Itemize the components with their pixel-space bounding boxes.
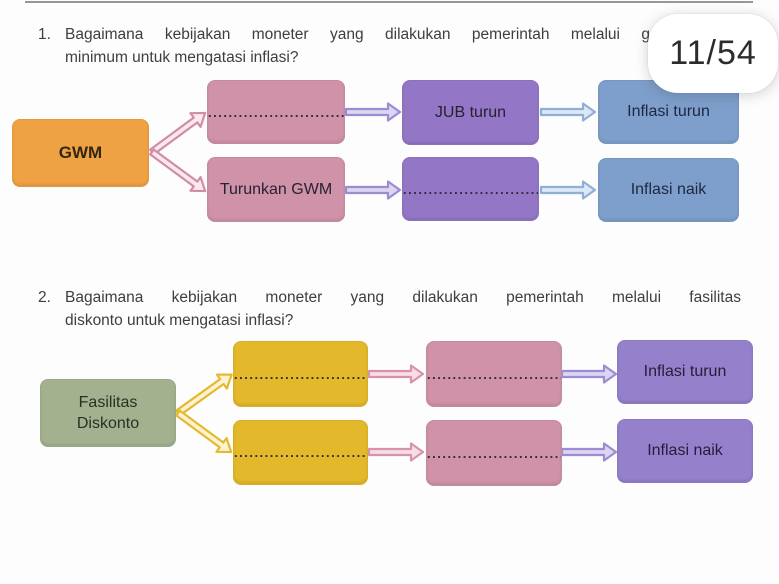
top-divider — [25, 1, 753, 3]
node-blank-jub: .............................. — [402, 157, 539, 221]
node-inflasi-naik: Inflasi naik — [598, 158, 739, 222]
arrow-gwm-to-bottom — [149, 148, 207, 193]
node-blank-naikkan-gwm: .............................. — [207, 80, 345, 144]
blank-line: .............................. — [208, 104, 344, 120]
node-turunkan-gwm-label: Turunkan GWM — [219, 180, 333, 198]
blank-line: .............................. — [234, 366, 367, 382]
node-d2-inflasi-turun-label: Inflasi turun — [643, 363, 727, 380]
arrow-step1-step2-top — [344, 102, 402, 122]
page-indicator-badge: 11/54 — [648, 14, 778, 93]
arrow-step2-step3-bottom — [539, 180, 597, 200]
node-turunkan-gwm: Turunkan GWM — [207, 157, 345, 222]
question-2-number: 2. — [38, 289, 51, 306]
node-jub-turun-label: JUB turun — [434, 103, 507, 121]
blank-line: .............................. — [403, 181, 538, 197]
node-gwm: GWM — [12, 119, 149, 187]
node-d2-inflasi-naik-label: Inflasi naik — [647, 442, 723, 459]
node-inflasi-turun-label: Inflasi turun — [627, 103, 710, 120]
node-gwm-label: GWM — [58, 143, 103, 162]
node-blank-d2-step2-bottom: .............................. — [426, 420, 562, 486]
node-d2-inflasi-turun: Inflasi turun — [617, 340, 753, 404]
blank-line: .............................. — [427, 366, 561, 382]
node-blank-d2-step2-top: .............................. — [426, 341, 562, 407]
node-jub-turun: JUB turun — [402, 80, 539, 145]
question-2-line1: Bagaimana kebijakan moneter yang dilakuk… — [65, 289, 741, 306]
arrow-d2-step1-step2-top — [367, 364, 425, 384]
node-fasilitas-diskonto: Fasilitas Diskonto — [40, 379, 176, 447]
arrow-step1-step2-bottom — [344, 180, 402, 200]
question-1-number: 1. — [38, 26, 51, 43]
question-2-line2: diskonto untuk mengatasi inflasi? — [65, 312, 294, 329]
arrow-d2-step2-step3-bottom — [560, 442, 618, 462]
node-fasilitas-diskonto-label: Fasilitas Diskonto — [76, 394, 140, 432]
question-1-line2: minimum untuk mengatasi inflasi? — [65, 49, 299, 66]
page-indicator-text: 11/54 — [669, 34, 757, 72]
blank-line: .............................. — [234, 445, 367, 460]
blank-line: .............................. — [427, 445, 561, 461]
arrow-gwm-to-top — [149, 111, 207, 156]
arrow-diskonto-to-top — [175, 373, 233, 417]
node-blank-d2-step1-top: .............................. — [233, 341, 368, 407]
arrow-d2-step2-step3-top — [560, 364, 618, 384]
question-1-line1: Bagaimana kebijakan moneter yang dilakuk… — [65, 26, 650, 43]
arrow-step2-step3-top — [539, 102, 597, 122]
node-inflasi-naik-label: Inflasi naik — [630, 181, 707, 198]
node-d2-inflasi-naik: Inflasi naik — [617, 419, 753, 483]
arrow-diskonto-to-bottom — [175, 409, 233, 454]
node-blank-d2-step1-bottom: .............................. — [233, 420, 368, 485]
arrow-d2-step1-step2-bottom — [367, 442, 425, 462]
